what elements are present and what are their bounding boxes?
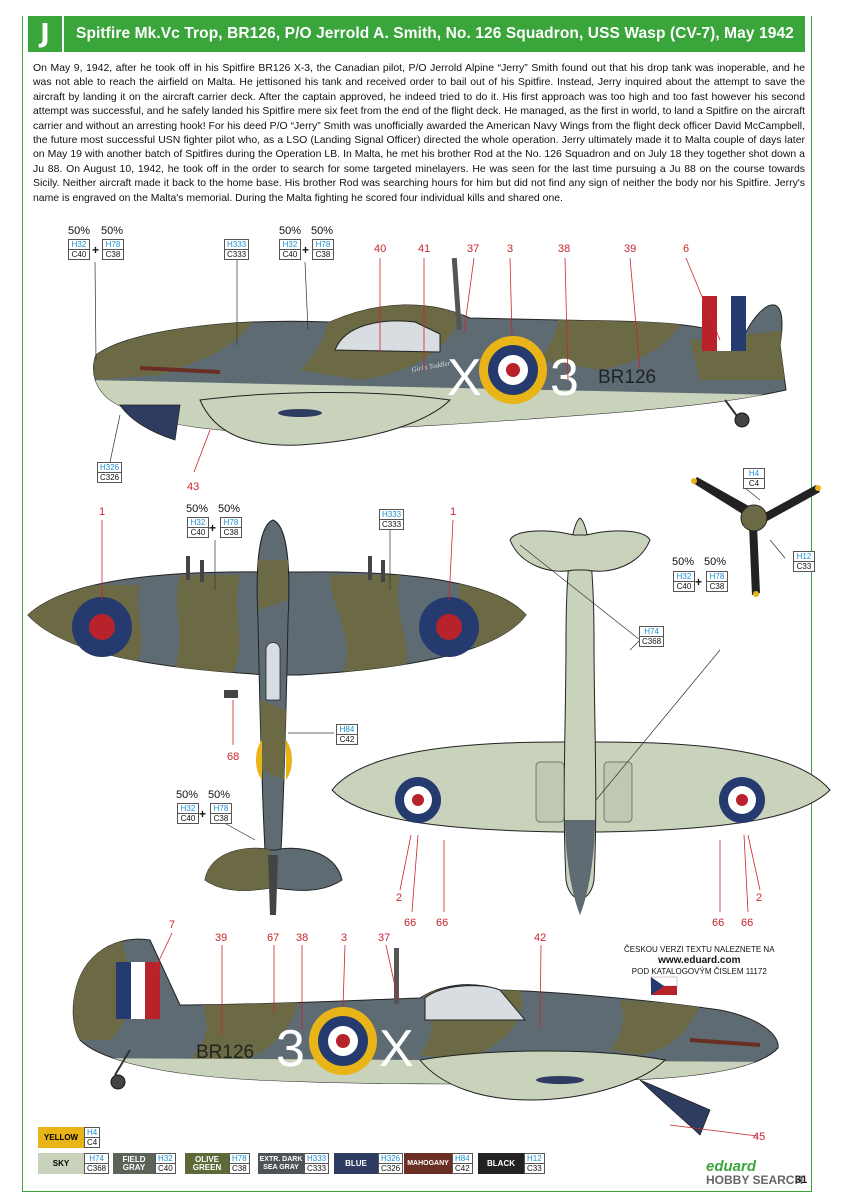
callout-2: 2 [756,892,763,904]
callout-38: 38 [296,932,309,944]
callout-68: 68 [227,751,240,763]
canopy-right [424,985,527,1021]
lower-tailplane [509,530,651,572]
side-profile-right: 3 X BR126 [72,938,779,1136]
pct-label: 50% [186,503,209,515]
callout-lines [101,257,761,1137]
pct-label: 50% [68,225,91,237]
callout-2: 2 [396,892,403,904]
plus-sign: + [302,243,310,257]
callout-66: 66 [741,917,754,929]
callout-3: 3 [341,932,348,944]
callout-45: 45 [753,1131,766,1143]
right-serial: BR126 [196,1042,254,1063]
callout-39: 39 [624,243,637,255]
side-wing-right [419,1050,667,1101]
pct-label: 50% [176,789,199,801]
callout-37: 37 [467,243,480,255]
callout-39: 39 [215,932,228,944]
right-code-number: 3 [276,1020,305,1078]
side-profile-left: X 3 BR126 Girl's Toddler [93,257,787,446]
page-frame [22,16,812,1192]
page-number: 31 [795,1174,808,1186]
callout-40: 40 [374,243,387,255]
pct-label: 50% [101,225,124,237]
callout-43: 43 [187,481,200,493]
pct-label: 50% [704,556,727,568]
plus-sign: + [695,575,703,589]
callout-42: 42 [534,932,547,944]
pct-label: 50% [279,225,302,237]
plus-sign: + [209,521,217,535]
pct-label: 50% [208,789,231,801]
profile-header: J Spitfire Mk.Vc Trop, BR126, P/O Jerrol… [28,16,805,52]
callout-1: 1 [99,506,106,518]
profile-title: Spitfire Mk.Vc Trop, BR126, P/O Jerrold … [76,25,794,42]
side-code-letter: X [447,349,482,407]
swatch: YELLOW [38,1127,84,1148]
side-code-number: 3 [550,349,579,407]
history-text: On May 9, 1942, after he took off in his… [33,63,805,204]
profile-letter: J [28,16,64,52]
plus-sign: + [92,243,100,257]
callout-37: 37 [378,932,391,944]
callout-3: 3 [507,243,514,255]
callout-6: 6 [683,243,690,255]
callout-66: 66 [436,917,449,929]
eduard-logo: eduard [706,1158,757,1175]
right-code-letter: X [379,1020,414,1078]
callout-38: 38 [558,243,571,255]
callout-66: 66 [712,917,725,929]
plus-sign: + [199,807,207,821]
propeller [691,477,821,597]
callout-41: 41 [418,243,431,255]
callout-1: 1 [450,506,457,518]
leader-lines [94,258,786,841]
czech-note: ČESKOU VERZI TEXTU NALEZNETE NA www.edua… [624,945,775,976]
callout-7: 7 [169,919,176,931]
plan-view-upper [27,519,527,915]
pct-label: 50% [218,503,241,515]
pct-label: 50% [672,556,695,568]
canopy [334,320,441,353]
side-serial: BR126 [598,367,656,388]
upper-canopy [265,642,281,701]
callout-67: 67 [267,932,280,944]
czech-flag [650,976,678,995]
callout-66: 66 [404,917,417,929]
hobbysearch-watermark: HOBBY SEARCH [706,1173,804,1187]
eduard-url: www.eduard.com [658,955,741,966]
plan-view-lower [331,517,831,915]
side-wing [199,392,452,446]
pct-label: 50% [311,225,334,237]
